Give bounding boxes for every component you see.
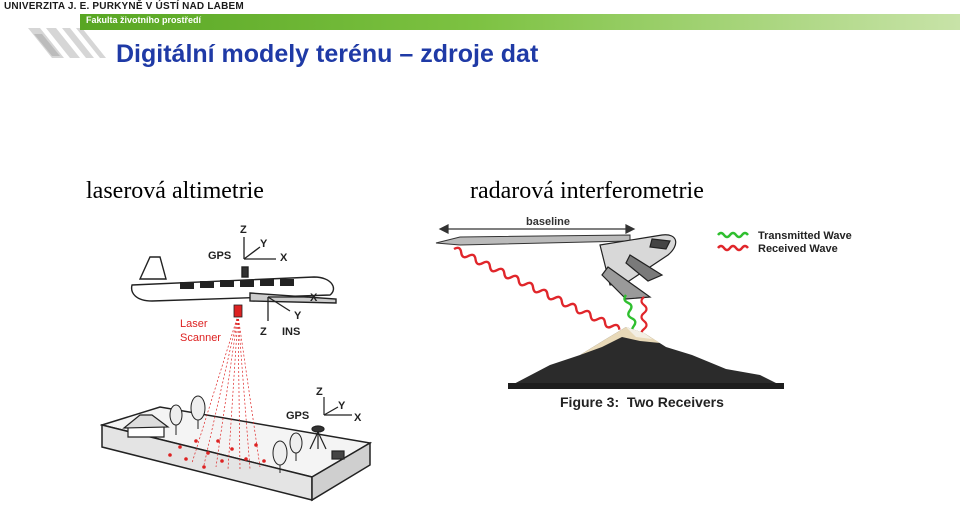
laser-scanner-unit: [233, 304, 243, 318]
legend-transmitted-label: Transmitted Wave: [758, 230, 852, 242]
top-axes: [243, 237, 308, 321]
axis-z-ground: Z: [316, 386, 323, 398]
label-radar-interferometry: radarová interferometrie: [470, 178, 704, 204]
ins-label: INS: [282, 326, 300, 338]
gps-ground-station-icon: [309, 425, 345, 460]
legend-transmitted-swatch: [717, 231, 749, 239]
axis-y-ins: Y: [294, 310, 302, 322]
axis-y-top: Y: [260, 238, 268, 250]
university-name: UNIVERZITA J. E. PURKYNĚ V ÚSTÍ NAD LABE…: [4, 1, 244, 12]
received-wave-long: [453, 246, 621, 330]
axis-z-ins: Z: [260, 326, 267, 338]
space-shuttle-icon: [599, 234, 677, 300]
wave-legend: Transmitted Wave Received Wave: [717, 230, 852, 255]
tree-icon: [169, 395, 303, 473]
slide-title: Digitální modely terénu – zdroje dat: [116, 40, 539, 68]
gps-top-label: GPS: [208, 250, 231, 262]
airplane-icon: [130, 256, 337, 304]
baseline-arrow: [438, 224, 636, 234]
axis-y-ground: Y: [338, 400, 346, 412]
gps-ground-label: GPS: [286, 410, 309, 422]
axis-x-ground: X: [354, 412, 362, 424]
laser-altimetry-diagram: GPS Z Y X Laser Scanner: [99, 224, 373, 502]
laser-scanner-label-line1: Laser: [180, 318, 208, 330]
axis-x-plane: X: [310, 292, 318, 304]
terrain-block-side: [311, 441, 371, 502]
laser-beams: [191, 314, 261, 472]
ground-axes: [323, 397, 352, 416]
figure-caption: Figure 3: Two Receivers: [560, 394, 724, 410]
mountain-terrain: [508, 327, 784, 389]
radar-interferometry-diagram: baseline Transmitted Wave Received Wav: [435, 216, 852, 410]
laser-altimetry-figure: GPS Z Y X Laser Scanner: [99, 215, 380, 503]
radar-interferometry-figure: baseline Transmitted Wave Received Wav: [430, 215, 870, 420]
legend-received-swatch: [717, 244, 749, 252]
header-stripes-decoration: [28, 28, 106, 58]
legend-received-label: Received Wave: [758, 243, 838, 255]
axis-z-top: Z: [240, 224, 247, 236]
faculty-name: Fakulta životního prostředí: [86, 15, 202, 25]
header-band: UNIVERZITA J. E. PURKYNĚ V ÚSTÍ NAD LABE…: [0, 0, 960, 58]
label-laser-altimetry: laserová altimetrie: [86, 178, 264, 204]
laser-scanner-label-line2: Scanner: [180, 332, 221, 344]
antenna-boom: [435, 234, 631, 246]
laser-points: [168, 439, 266, 469]
faculty-bar: [80, 14, 960, 30]
house-icon: [122, 414, 170, 438]
baseline-label: baseline: [526, 216, 570, 228]
axis-x-top: X: [280, 252, 288, 264]
